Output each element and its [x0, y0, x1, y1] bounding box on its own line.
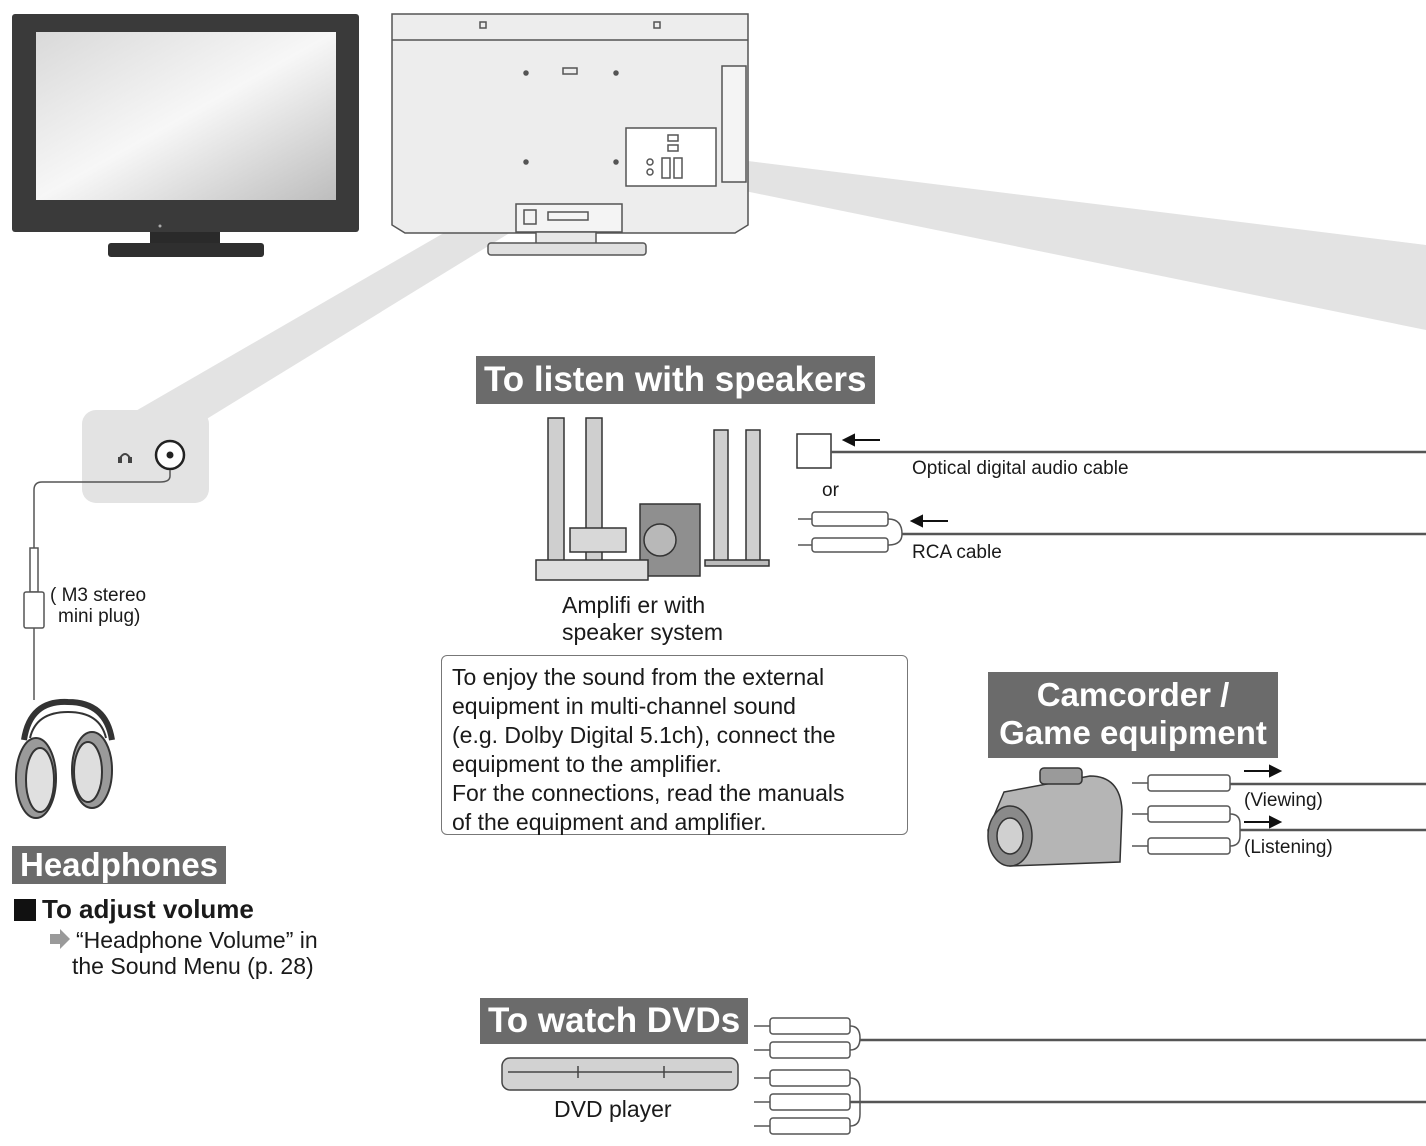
camcorder-cables: [1132, 774, 1426, 855]
note-line: of the equipment and amplifier.: [452, 809, 767, 835]
tv-rear: [391, 13, 749, 256]
viewing-label: (Viewing): [1244, 790, 1323, 811]
headphone-cable: [23, 470, 171, 700]
volume-reference-line2: the Sound Menu (p. 28): [72, 953, 314, 979]
note-line: equipment to the amplifier.: [452, 751, 722, 777]
signal-arrows: [841, 433, 1283, 829]
reference-arrow-icon: [50, 929, 70, 949]
note-line: For the connections, read the manuals: [452, 780, 845, 806]
camcorder-banner-line1: Camcorder /: [1036, 676, 1230, 713]
mini-plug-label-line1: ( M3 stereo: [50, 585, 147, 606]
volume-reference-line1: “Headphone Volume” in: [76, 927, 318, 953]
speakers-banner: To listen with speakers: [476, 356, 875, 404]
amplifier-label: Amplifi er with speaker system: [562, 592, 723, 646]
optical-connection: [796, 433, 1426, 469]
note-line: To enjoy the sound from the external: [452, 664, 825, 690]
adjust-volume-heading: To adjust volume: [42, 894, 254, 924]
listening-label: (Listening): [1244, 837, 1333, 858]
rca-cable-label: RCA cable: [912, 542, 1002, 563]
mini-plug-label-line2: mini plug): [58, 606, 141, 627]
camcorder-banner: Camcorder / Game equipment: [988, 672, 1278, 758]
optical-cable-label: Optical digital audio cable: [912, 458, 1129, 479]
dvd-player-icon: [501, 1057, 739, 1091]
volume-bullet: [14, 899, 36, 921]
multichannel-note: To enjoy the sound from the external equ…: [441, 655, 908, 835]
dvd-banner: To watch DVDs: [480, 998, 749, 1044]
note-line: equipment in multi-channel sound: [452, 693, 796, 719]
camcorder-icon: [987, 767, 1123, 867]
beam-side-panel: [740, 160, 1426, 330]
amplifier-label-line1: Amplifi er with: [562, 592, 706, 618]
jack-panel: [82, 410, 209, 503]
headphones-banner: Headphones: [12, 846, 227, 884]
tv-front: [12, 14, 359, 257]
or-label: or: [822, 480, 839, 501]
headphones-icon: [15, 698, 115, 819]
note-line: (e.g. Dolby Digital 5.1ch), connect the: [452, 722, 836, 748]
camcorder-banner-line2: Game equipment: [999, 714, 1267, 751]
mini-plug-label: ( M3 stereo mini plug): [50, 585, 146, 627]
volume-reference: “Headphone Volume” in the Sound Menu (p.…: [72, 927, 318, 979]
amplifier-label-line2: speaker system: [562, 619, 724, 645]
dvd-cables: [754, 1017, 1426, 1135]
dvd-player-label: DVD player: [554, 1096, 672, 1122]
rca-connection: [798, 511, 1426, 553]
speaker-system-icon: [535, 417, 770, 581]
